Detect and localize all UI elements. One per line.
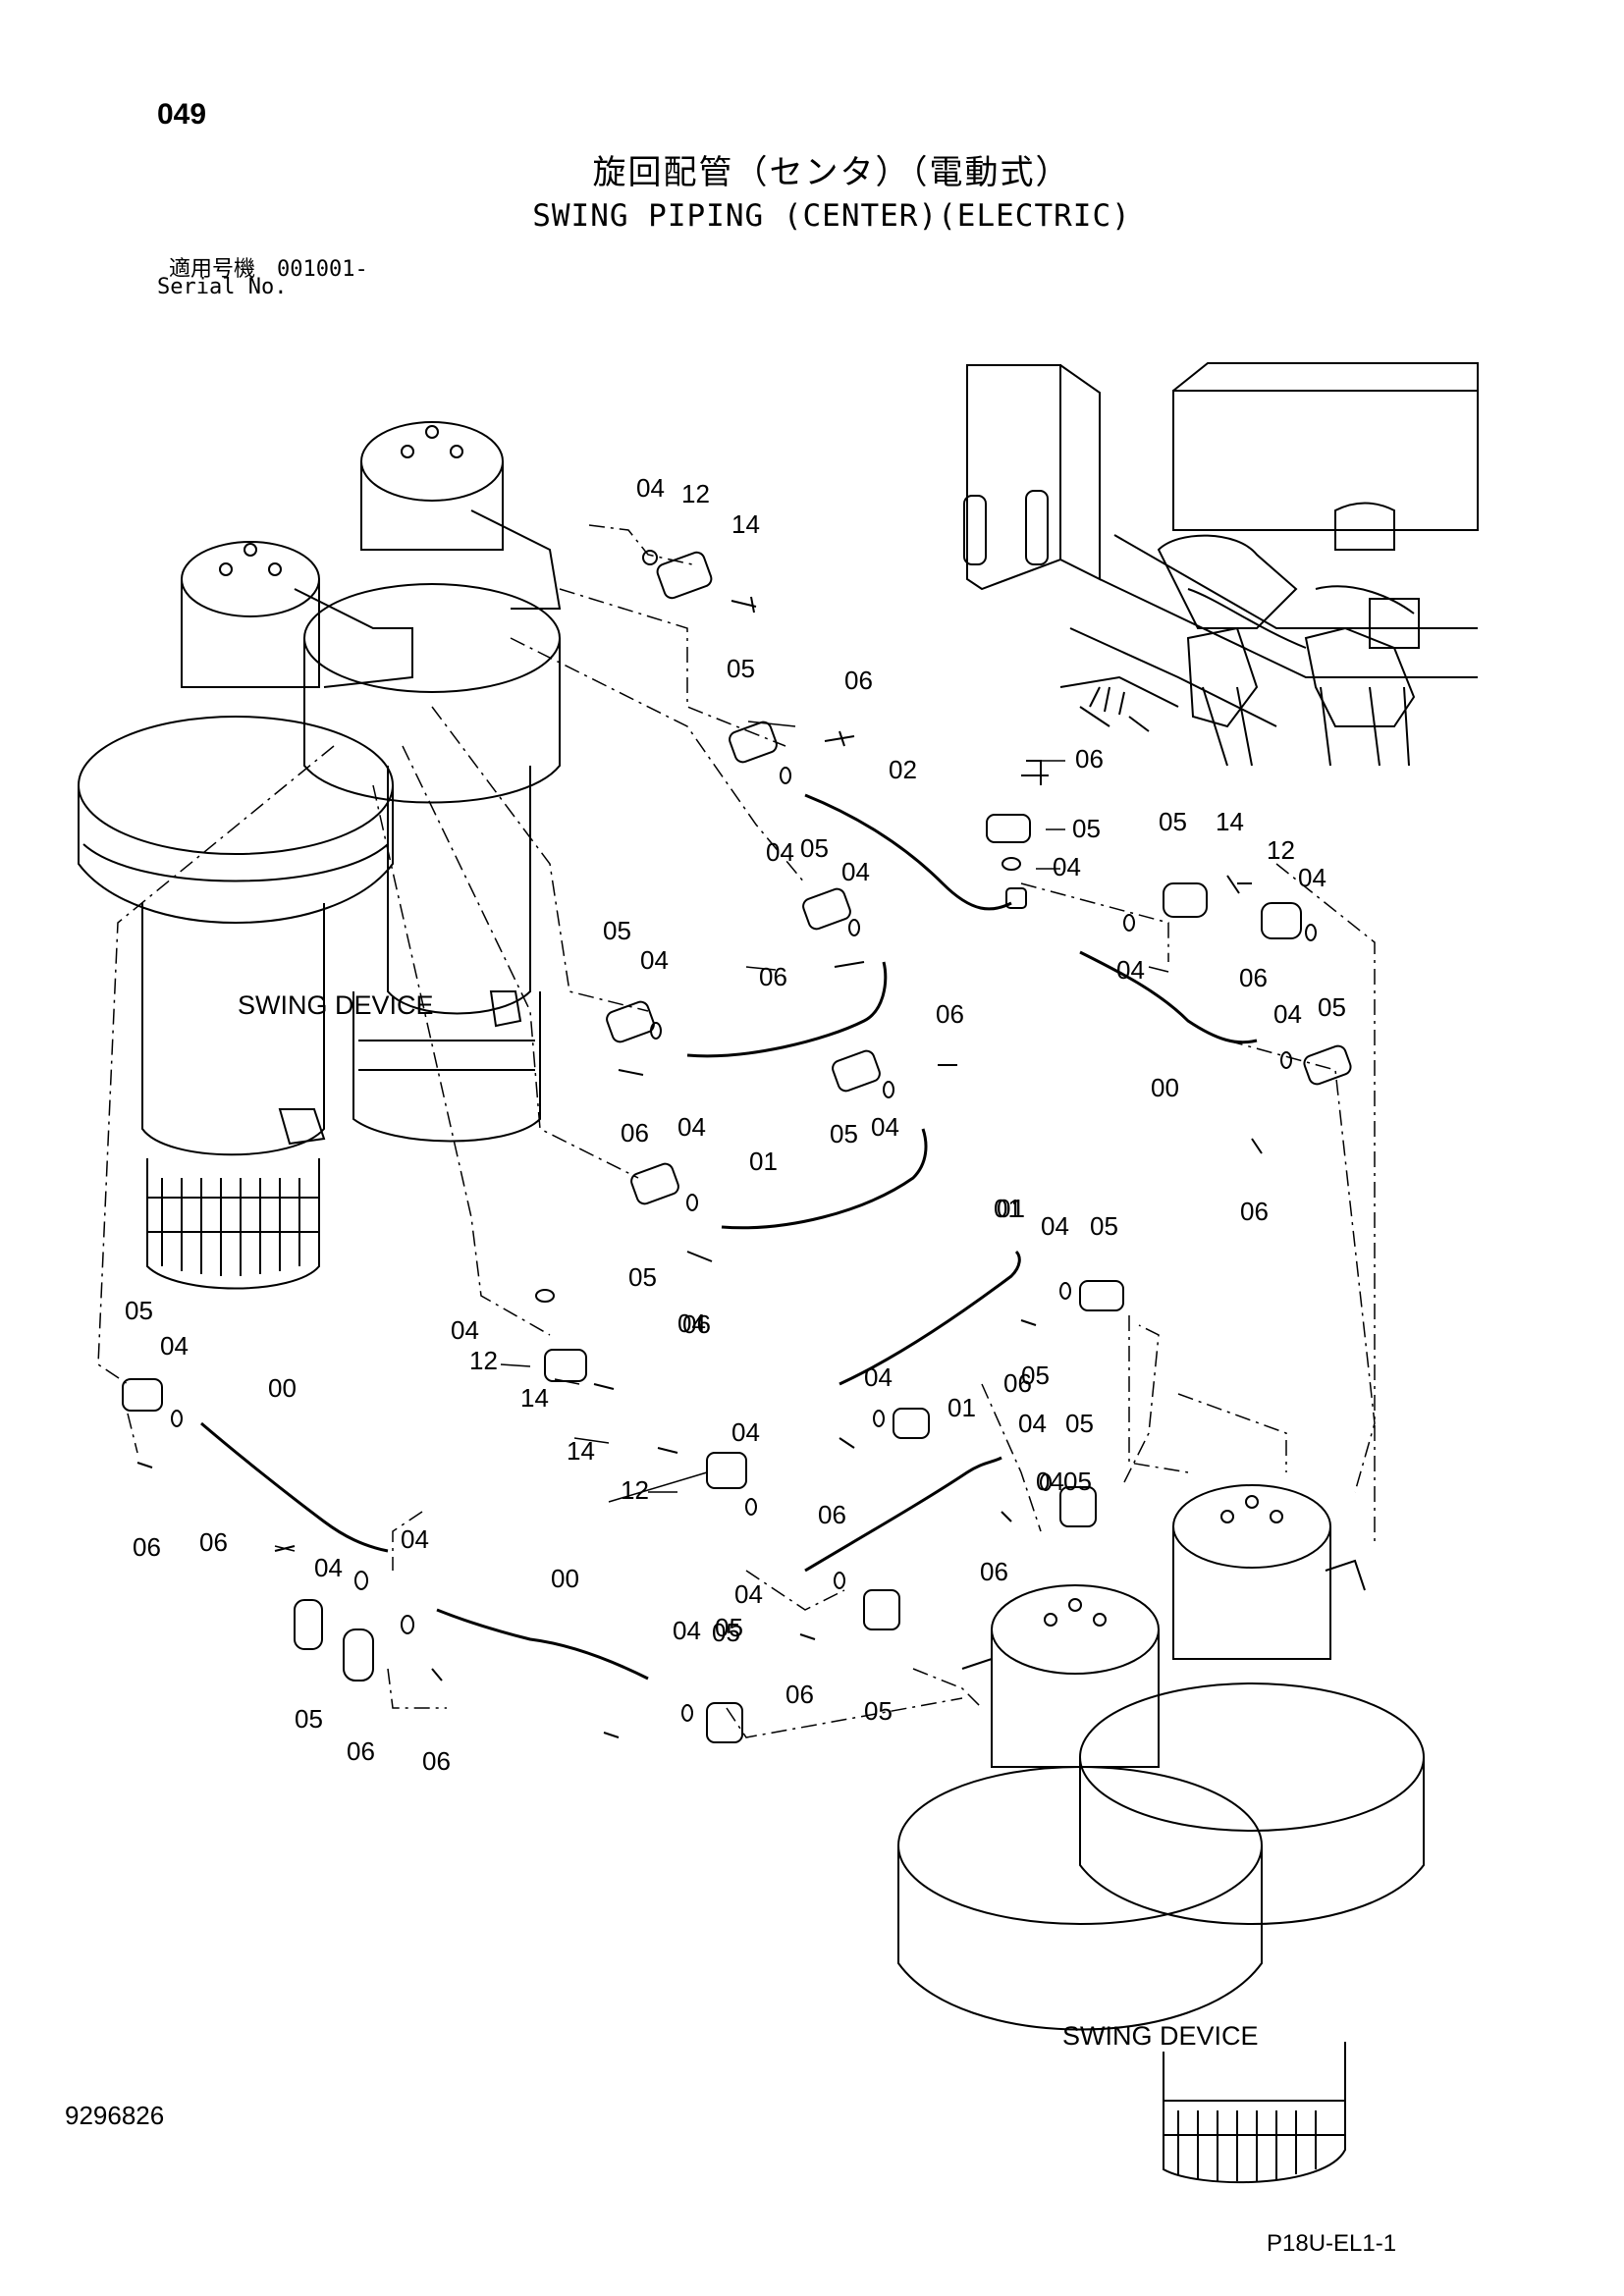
- callout-label: 05: [1318, 992, 1346, 1022]
- swing-device-label: SWING DEVICE: [238, 990, 434, 1020]
- callout-label: 05: [830, 1119, 858, 1148]
- callout-label: 05: [715, 1613, 743, 1642]
- callout-label: 01: [997, 1194, 1025, 1223]
- serial-label: Serial No.: [157, 275, 288, 299]
- callout-label: 05: [603, 916, 631, 945]
- callout-label: 06: [422, 1746, 451, 1776]
- callout-label: 04: [1298, 863, 1326, 892]
- swing-device-label: SWING DEVICE: [1062, 2021, 1259, 2051]
- callout-label: 05: [864, 1696, 893, 1726]
- callout-label: 06: [759, 962, 787, 991]
- callout-label: 04: [636, 473, 665, 503]
- callout-label: 04: [1053, 852, 1081, 881]
- callout-label: 04: [1041, 1211, 1069, 1241]
- callout-label: 06: [980, 1557, 1008, 1586]
- callout-labels: 04 12 14 05 06 02 06 05 04 04 05 04 06 0…: [125, 473, 1346, 1776]
- callout-label: 04: [734, 1579, 763, 1609]
- callout-label: 01: [947, 1393, 976, 1422]
- callout-label: 12: [681, 479, 710, 508]
- callout-label: 04: [314, 1553, 343, 1582]
- callout-label: 06: [818, 1500, 846, 1529]
- callout-label: 06: [347, 1736, 375, 1766]
- callout-label: 06: [785, 1680, 814, 1709]
- callout-label: 05: [1021, 1361, 1050, 1390]
- callout-label: 14: [1216, 807, 1244, 836]
- callout-label: 05: [1065, 1409, 1094, 1438]
- callout-label: 00: [551, 1564, 579, 1593]
- callout-label: 01: [994, 1194, 1022, 1223]
- callout-label: 05: [125, 1296, 153, 1325]
- callout-label: 00: [268, 1373, 297, 1403]
- callout-label: 04: [1036, 1467, 1064, 1496]
- swing-device-lower-right: [897, 1484, 1425, 2184]
- callout-label: 04: [640, 945, 669, 975]
- callout-label: 04: [673, 1616, 701, 1645]
- page-number: 049: [157, 98, 207, 131]
- callout-label: 05: [1090, 1211, 1118, 1241]
- callout-label: 06: [936, 999, 964, 1029]
- device-labels: SWING DEVICE SWING DEVICE: [238, 990, 1259, 2051]
- figure-code: P18U-EL1-1: [1267, 2230, 1397, 2257]
- callout-label: 04: [1018, 1409, 1047, 1438]
- callout-label: 05: [1159, 807, 1187, 836]
- hose-lines: [200, 793, 1258, 1681]
- callout-label: 04: [677, 1308, 706, 1338]
- callout-label: 04: [871, 1112, 899, 1142]
- callout-label: 04: [766, 837, 794, 867]
- callout-label: 00: [1151, 1073, 1179, 1102]
- swing-device-upper-left: [78, 421, 562, 1290]
- callout-label: 04: [731, 1417, 760, 1447]
- callout-label: 02: [889, 755, 917, 784]
- serial-label-japanese: 適用号機 001001-: [169, 257, 368, 282]
- leader-lines: [274, 721, 1169, 1552]
- machine-upper-structure: [963, 362, 1479, 767]
- callout-label: 04: [864, 1362, 893, 1392]
- callout-label: 06: [844, 666, 873, 695]
- document-number: 9296826: [65, 2101, 165, 2130]
- callout-label: 14: [731, 509, 760, 539]
- routing-lines: [97, 524, 1376, 1738]
- fittings: [122, 550, 1352, 1743]
- callout-label: 04: [160, 1331, 189, 1361]
- callout-label: 14: [567, 1436, 595, 1466]
- callout-label: 06: [682, 1309, 711, 1339]
- callout-label: 05: [295, 1704, 323, 1734]
- callout-label: 05: [727, 654, 755, 683]
- callout-label: 04: [1116, 955, 1145, 985]
- callout-label: 12: [469, 1346, 498, 1375]
- callout-label: 05: [1072, 814, 1101, 843]
- callout-label: 04: [1273, 999, 1302, 1029]
- callout-label: 04: [677, 1112, 706, 1142]
- callout-label: 04: [841, 857, 870, 886]
- callout-label: 12: [621, 1475, 649, 1505]
- page-title: SWING PIPING (CENTER)(ELECTRIC): [532, 198, 1131, 234]
- callout-label: 06: [1239, 963, 1268, 992]
- callout-label: 12: [1267, 835, 1295, 865]
- callout-label: 05: [712, 1618, 740, 1647]
- callout-label: 04: [451, 1315, 479, 1345]
- callout-label: 01: [749, 1147, 778, 1176]
- callout-label: 04: [401, 1524, 429, 1554]
- page-title-japanese: 旋回配管（センタ）（電動式）: [592, 153, 1071, 192]
- callout-label: 06: [1240, 1197, 1269, 1226]
- callout-label: 05: [800, 833, 829, 863]
- callout-label: 06: [1075, 744, 1104, 774]
- callout-label: 06: [133, 1532, 161, 1562]
- callout-label: 05: [628, 1262, 657, 1292]
- callout-label: 06: [199, 1527, 228, 1557]
- callout-label: 05: [1063, 1467, 1092, 1496]
- callout-label: 06: [1003, 1368, 1032, 1398]
- callout-label: 14: [520, 1383, 549, 1413]
- callout-label: 06: [621, 1118, 649, 1148]
